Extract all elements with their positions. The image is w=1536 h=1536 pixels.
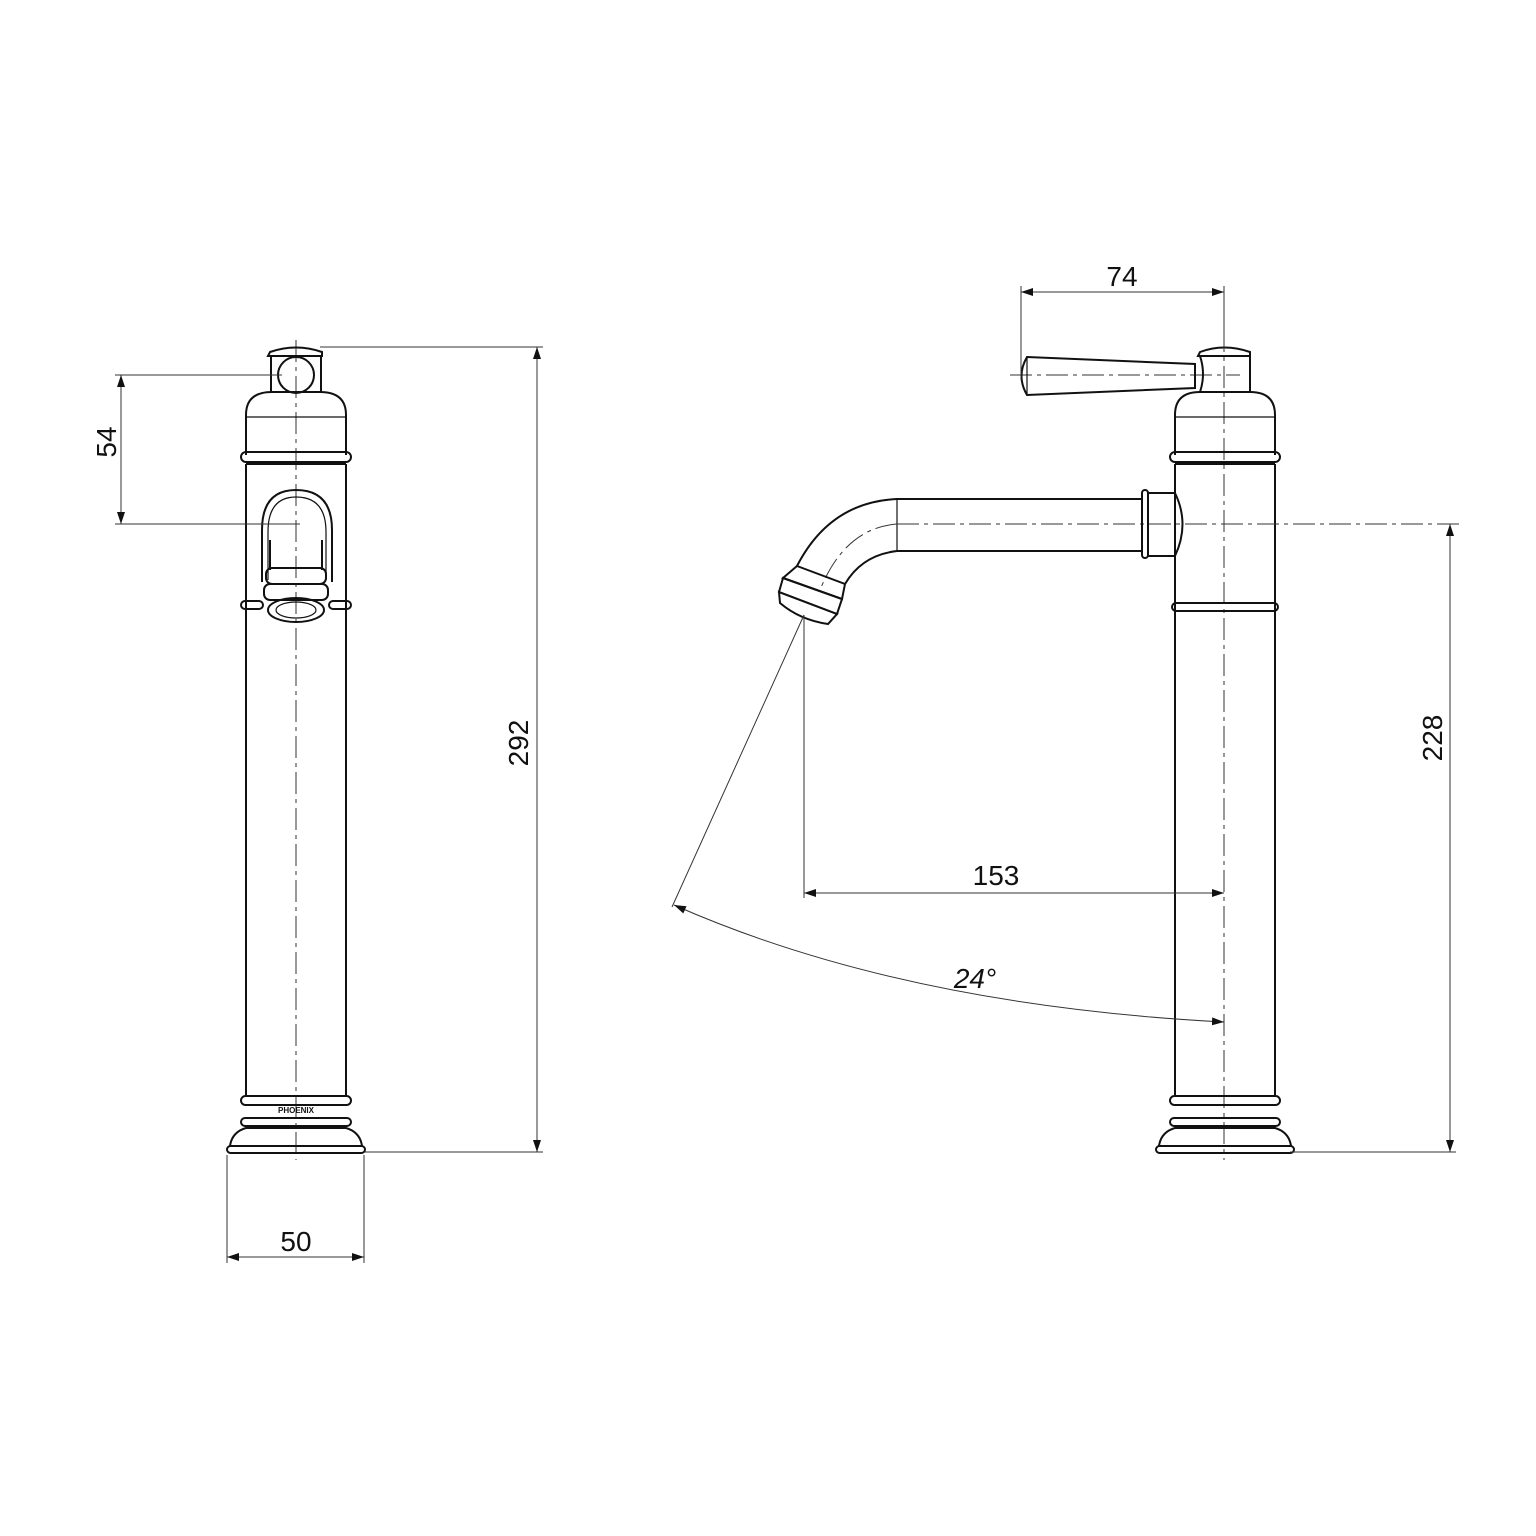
handle-dome — [1174, 391, 1276, 455]
handle-dome — [245, 391, 347, 455]
lever-handle — [1020, 355, 1196, 397]
dim-54: 54 — [91, 426, 122, 457]
nozzle — [781, 564, 847, 601]
dim-292: 292 — [503, 720, 534, 767]
spout — [796, 498, 1142, 567]
knob-cap — [266, 346, 323, 357]
knob — [1198, 355, 1251, 393]
collar-ring — [240, 451, 352, 463]
spout-arch — [261, 488, 333, 582]
front-view: PHOENIX 54 292 50 — [91, 340, 543, 1263]
aerator — [267, 597, 325, 623]
brand-mark: PHOENIX — [278, 1106, 315, 1115]
dim-153: 153 — [973, 860, 1020, 891]
dim-74: 74 — [1106, 261, 1137, 292]
dim-24-degrees: 24° — [953, 963, 996, 994]
dim-50: 50 — [280, 1226, 311, 1257]
spout-collar — [1147, 492, 1184, 557]
side-view: 74 228 153 24° — [671, 261, 1460, 1160]
dim-228: 228 — [1417, 715, 1448, 762]
